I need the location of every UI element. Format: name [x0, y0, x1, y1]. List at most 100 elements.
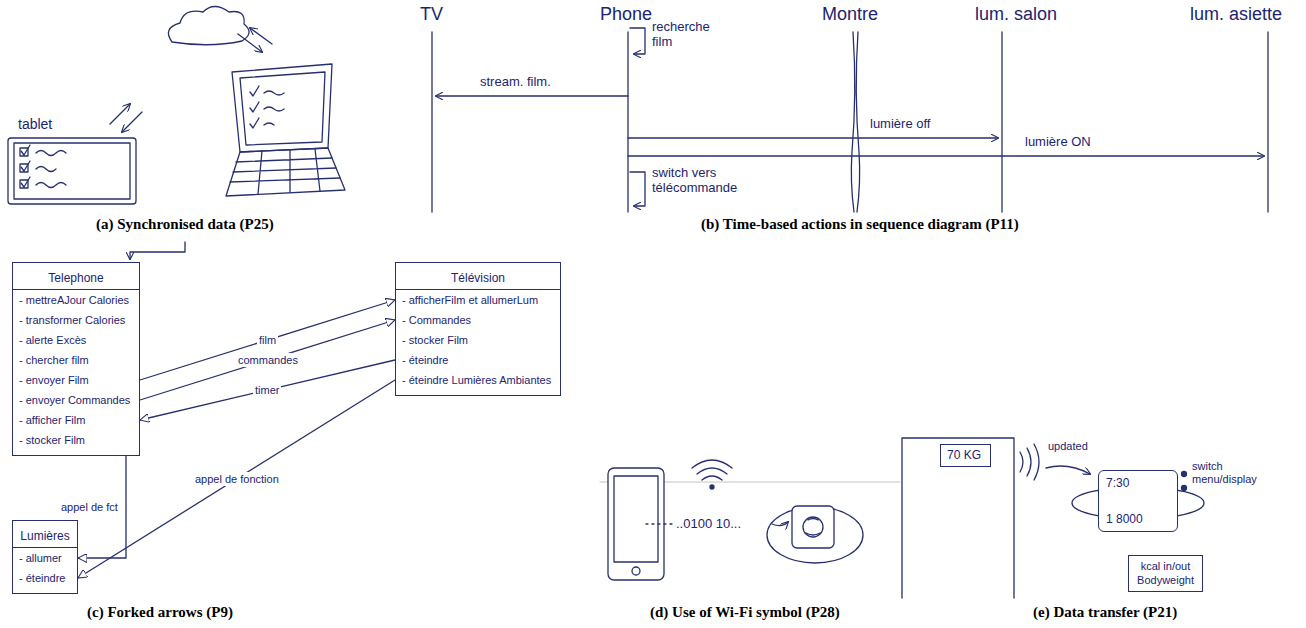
- lifeline-header: lum. salon: [975, 4, 1057, 25]
- wifi-symbol: [692, 460, 732, 480]
- update-arrow: [1046, 466, 1090, 474]
- binary-data: ..0100 10...: [676, 516, 741, 531]
- data-arrow: [772, 522, 788, 526]
- watch-button: [1182, 472, 1187, 477]
- lifeline: [627, 32, 628, 212]
- tablet-screen: [614, 476, 658, 562]
- subfigure-caption: (e) Data transfer (P21): [1033, 604, 1177, 621]
- checkmark-row: [250, 118, 274, 128]
- edge-label: appel de fct: [59, 500, 120, 514]
- lifeline: [851, 32, 859, 212]
- edge-label: commandes: [236, 353, 300, 367]
- box-text: 1 8000: [1106, 511, 1170, 527]
- incoming-arrow: [130, 242, 185, 259]
- class-box: Telephone- mettreAJour Calories- transfo…: [12, 262, 140, 456]
- home-button: [632, 567, 640, 575]
- scribble: [36, 183, 66, 188]
- method-name: - afficher Film: [13, 410, 139, 430]
- method-name: - transformer Calories: [13, 310, 139, 330]
- weight-display: 70 KG: [940, 444, 991, 467]
- box-text: Bodyweight: [1136, 573, 1195, 587]
- method-name: - éteindre Lumières Ambiantes: [396, 370, 560, 390]
- method-name: - stocker Film: [396, 330, 560, 350]
- class-name: Telephone: [13, 267, 139, 290]
- method-name: - envoyer Commandes: [13, 390, 139, 410]
- message-arrow: [628, 155, 1264, 156]
- lifeline: [431, 32, 432, 212]
- method-name: - chercher film: [13, 350, 139, 370]
- lifeline: [1001, 32, 1002, 212]
- lifeline-header: TV: [420, 4, 443, 25]
- message-label: lumière off: [870, 116, 930, 131]
- checkmark: [21, 161, 30, 171]
- data-stream: [646, 523, 672, 524]
- method-name: - éteindre: [13, 568, 77, 588]
- sync-arrow: [250, 28, 272, 44]
- laptop-screen: [240, 72, 325, 145]
- lifeline-header: Phone: [600, 4, 652, 25]
- edge-label: appel de fonction: [193, 472, 281, 486]
- message-arrow: [628, 137, 998, 138]
- laptop-keyboard: [226, 148, 345, 196]
- method-name: - Commandes: [396, 310, 560, 330]
- method-name: - allumer: [13, 548, 77, 568]
- box-text: 70 KG: [947, 447, 984, 463]
- watch-dial: [803, 517, 823, 537]
- scribble: [36, 151, 66, 156]
- lifeline: [1267, 32, 1268, 212]
- self-message: [630, 172, 645, 206]
- message-label: stream. film.: [480, 74, 551, 89]
- message-label: switch vers télécommande: [652, 166, 782, 196]
- lifeline-header: lum. asiette: [1190, 4, 1282, 25]
- subfigure-caption: (a) Synchronised data (P25): [96, 216, 274, 233]
- checkmark-row: [250, 86, 284, 96]
- method-name: - mettreAJour Calories: [13, 290, 139, 310]
- class-box: Télévision- afficherFilm et allumerLum- …: [395, 262, 561, 396]
- sync-arrow: [238, 34, 262, 52]
- sync-arrow: [110, 104, 130, 124]
- subfigure-caption: (c) Forked arrows (P9): [87, 604, 233, 621]
- wifi-dot: [710, 485, 714, 489]
- box-text: kcal in/out: [1136, 559, 1195, 573]
- method-name: - afficherFilm et allumerLum: [396, 290, 560, 310]
- message-label: recherche film: [652, 20, 732, 50]
- annotation: switch menu/display: [1192, 460, 1280, 485]
- class-name: Lumières: [13, 525, 77, 548]
- device-label: tablet: [18, 116, 52, 132]
- method-name: - alerte Excès: [13, 330, 139, 350]
- class-name: Télévision: [396, 267, 560, 290]
- class-box: Lumières- allumer- éteindre: [12, 520, 78, 594]
- watch-strap: [767, 507, 863, 563]
- sync-arrow: [122, 112, 142, 132]
- watch-button: [1182, 486, 1187, 491]
- subfigure-caption: (b) Time-based actions in sequence diagr…: [701, 216, 1019, 233]
- checkmark-row: [250, 102, 284, 112]
- info-box: kcal in/outBodyweight: [1128, 555, 1203, 592]
- connector-arrow: [140, 300, 395, 380]
- tablet-body: [8, 138, 136, 204]
- annotation: updated: [1048, 440, 1088, 452]
- checkmark: [21, 145, 30, 155]
- watch-face: [792, 506, 834, 548]
- box-text: 7:30: [1106, 475, 1170, 491]
- method-name: - éteindre: [396, 350, 560, 370]
- cloud: [168, 7, 249, 45]
- connector-arrow: [140, 320, 395, 400]
- method-name: - stocker Film: [13, 430, 139, 450]
- tablet-screen: [14, 143, 130, 199]
- subfigure-caption: (d) Use of Wi-Fi symbol (P28): [650, 604, 840, 621]
- connector-arrow: [140, 360, 395, 420]
- checkmark: [21, 177, 30, 187]
- watch-screen: 7:30 1 8000: [1098, 470, 1178, 532]
- scale-body: [902, 438, 1014, 598]
- laptop-lid: [232, 64, 332, 152]
- keyboard-grid: [230, 149, 340, 194]
- edge-label: film: [257, 333, 278, 347]
- lifeline-header: Montre: [822, 4, 878, 25]
- edge-label: timer: [253, 383, 281, 397]
- self-message: [630, 28, 645, 54]
